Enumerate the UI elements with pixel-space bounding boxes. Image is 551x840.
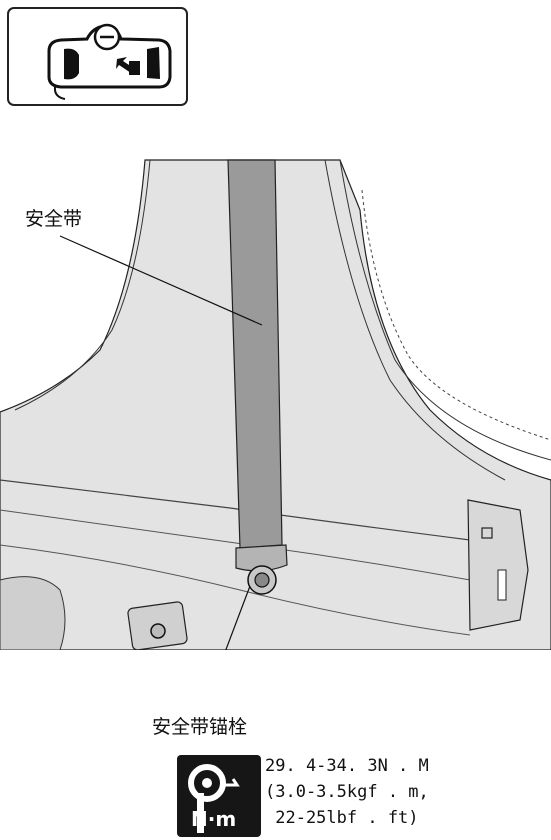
torque-line-2: (3.0-3.5kgf . m, — [265, 782, 429, 802]
seat-belt-leader-line — [59, 235, 263, 326]
anchor-leader-line — [225, 585, 251, 650]
vehicle-top-view-icon — [47, 23, 172, 100]
torque-wrench-icon — [188, 764, 240, 833]
b-pillar-illustration — [0, 159, 551, 650]
torque-specification: 29. 4-34. 3N . M (3.0-3.5kgf . m, 22-25l… — [265, 753, 429, 831]
torque-badge: N·m — [177, 755, 261, 837]
torque-line-1: 29. 4-34. 3N . M — [265, 756, 429, 776]
vehicle-locator-inset — [7, 7, 188, 106]
seat-belt-anchor-bolt-label: 安全带锚栓 — [152, 716, 248, 738]
seat-belt-label: 安全带 — [25, 208, 83, 230]
torque-unit-badge: N·m — [191, 807, 237, 831]
torque-line-3: 22-25lbf . ft) — [265, 808, 419, 828]
